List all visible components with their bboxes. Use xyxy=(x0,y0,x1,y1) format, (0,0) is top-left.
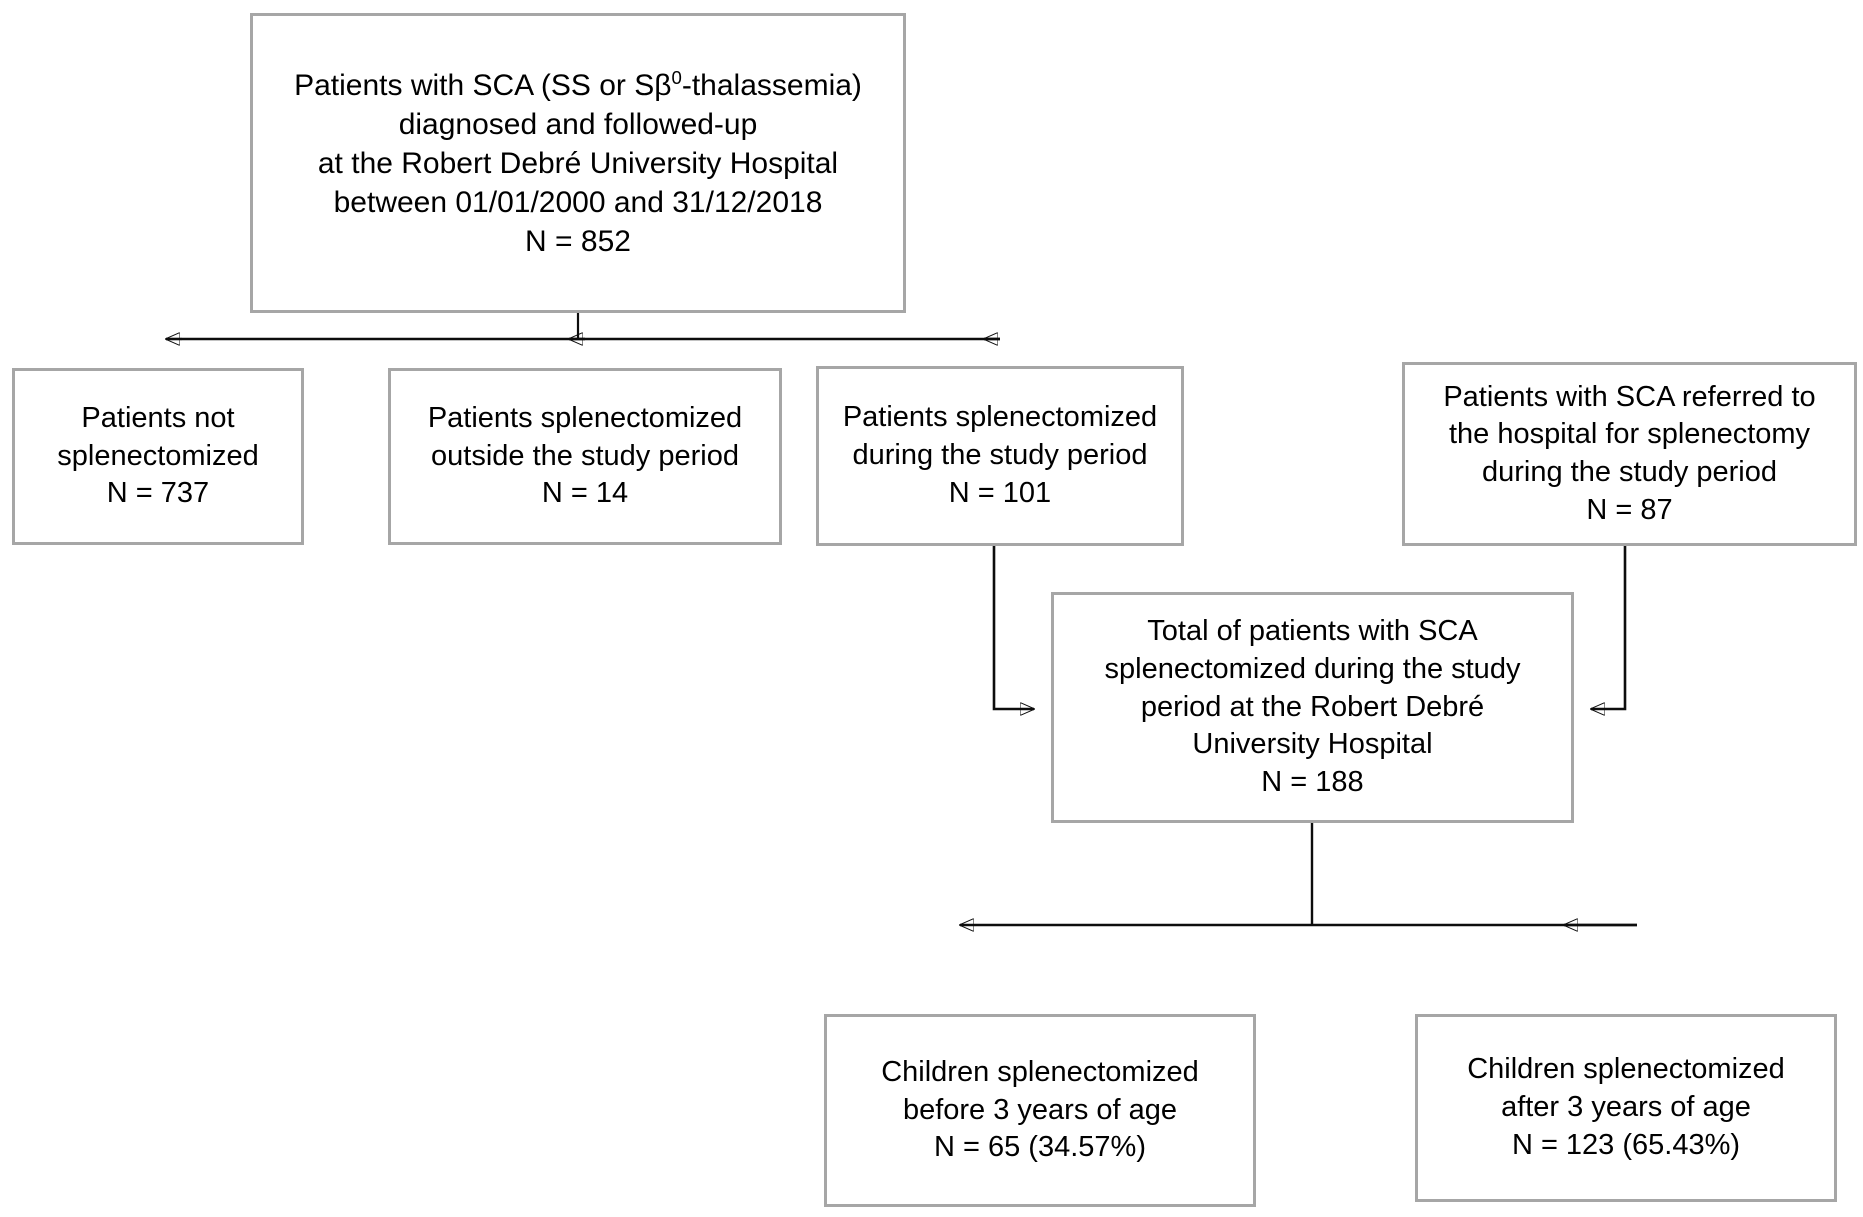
edge-referred-to-total xyxy=(1591,546,1627,709)
node-not-splenectomized: Patients not splenectomized N = 737 xyxy=(12,368,304,545)
node-children-after-3-years: Children splenectomized after 3 years of… xyxy=(1415,1014,1837,1202)
node-cohort-text: Patients with SCA (SS or Sβ0-thalassemia… xyxy=(253,66,903,261)
node-cohort-line4: between 01/01/2000 and 31/12/2018 xyxy=(333,185,823,219)
node-children-before-3-years: Children splenectomized before 3 years o… xyxy=(824,1014,1256,1207)
node-cohort: Patients with SCA (SS or Sβ0-thalassemia… xyxy=(250,13,906,313)
node-total-splenectomized: Total of patients with SCA splenectomize… xyxy=(1051,592,1574,823)
node-cohort-line1-a: Patients with SCA (SS or Sβ xyxy=(294,68,672,102)
node-cohort-line2: diagnosed and followed-up xyxy=(398,107,758,141)
node-splenectomized-outside-period: Patients splenectomized outside the stud… xyxy=(388,368,782,545)
node-total-splenectomized-text: Total of patients with SCA splenectomize… xyxy=(1104,615,1521,799)
node-splenectomized-during-period: Patients splenectomized during the study… xyxy=(816,366,1184,546)
node-splenectomized-during-period-text: Patients splenectomized during the study… xyxy=(842,401,1158,509)
edge-during-to-total xyxy=(992,546,1034,709)
node-cohort-line3: at the Robert Debré University Hospital xyxy=(317,146,839,180)
node-referred-for-splenectomy-text: Patients with SCA referred to the hospit… xyxy=(1443,380,1816,526)
node-splenectomized-outside-period-text: Patients splenectomized outside the stud… xyxy=(427,401,743,510)
node-children-after-3-years-text: Children splenectomized after 3 years of… xyxy=(1467,1053,1785,1161)
node-cohort-line1-b: -thalassemia) xyxy=(681,68,862,102)
node-not-splenectomized-text: Patients not splenectomized N = 737 xyxy=(57,401,259,510)
node-children-before-3-years-text: Children splenectomized before 3 years o… xyxy=(881,1055,1199,1164)
node-cohort-count: N = 852 xyxy=(525,224,631,258)
node-cohort-superscript: 0 xyxy=(671,66,682,88)
node-referred-for-splenectomy: Patients with SCA referred to the hospit… xyxy=(1402,362,1857,546)
